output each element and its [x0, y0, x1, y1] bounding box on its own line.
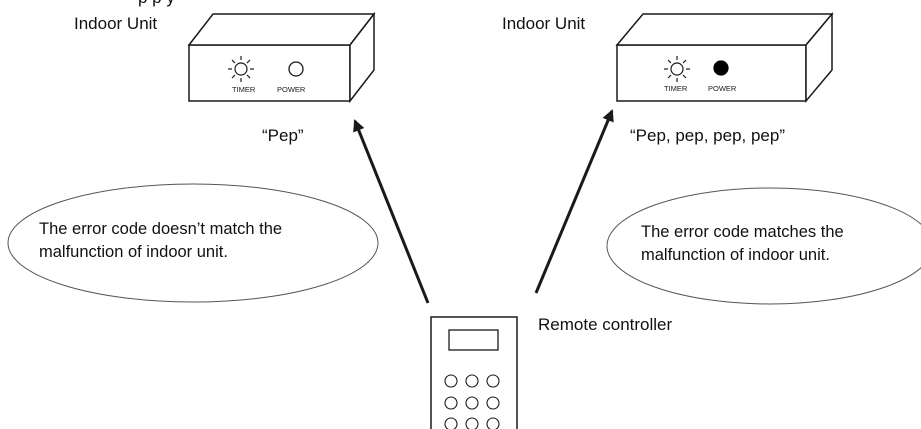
right-unit-top — [615, 13, 834, 46]
left-message-line1: The error code doesn’t match the — [39, 220, 283, 238]
remote-controller — [430, 316, 518, 429]
right-signal-arrow — [534, 109, 614, 294]
remote-button-circle-icon — [465, 374, 479, 388]
right-message-ellipse — [606, 187, 921, 305]
left-unit-front — [188, 44, 351, 102]
left-timer-sun-icon — [228, 56, 254, 82]
remote-button-circle-icon — [465, 417, 479, 429]
remote-button-circle-icon — [465, 396, 479, 410]
right-unit-label: Indoor Unit — [502, 14, 586, 33]
right-timer-sun-icon — [664, 56, 690, 82]
remote-button-circle-icon — [486, 396, 500, 410]
right-timer-label: TIMER — [664, 84, 688, 93]
top-caption-fragment: p p y — [138, 0, 175, 8]
right-unit-side — [805, 11, 833, 104]
right-indoor-unit — [615, 11, 834, 104]
left-sound-label: “Pep” — [262, 126, 304, 145]
remote-controller-label: Remote controller — [538, 315, 673, 334]
right-message-line2: malfunction of indoor unit. — [641, 246, 830, 264]
left-timer-label: TIMER — [232, 85, 256, 94]
right-power-filled-circle-icon — [713, 60, 729, 76]
left-message-ellipse — [7, 183, 379, 303]
left-power-circle-icon — [288, 61, 304, 77]
right-sound-label: “Pep, pep, pep, pep” — [630, 126, 786, 145]
left-unit-side — [349, 11, 375, 104]
remote-button-circle-icon — [486, 374, 500, 388]
remote-button-circle-icon — [444, 417, 458, 429]
left-unit-label: Indoor Unit — [74, 14, 158, 33]
remote-button-circle-icon — [486, 417, 500, 429]
left-unit-top — [187, 13, 376, 46]
left-signal-arrow — [353, 119, 430, 304]
left-power-label: POWER — [277, 85, 306, 94]
left-indoor-unit — [187, 11, 376, 104]
right-power-label: POWER — [708, 84, 737, 93]
remote-display — [448, 329, 499, 351]
remote-button-circle-icon — [444, 374, 458, 388]
right-message-line1: The error code matches the — [641, 223, 844, 241]
remote-button-circle-icon — [444, 396, 458, 410]
left-message-line2: malfunction of indoor unit. — [39, 243, 228, 261]
